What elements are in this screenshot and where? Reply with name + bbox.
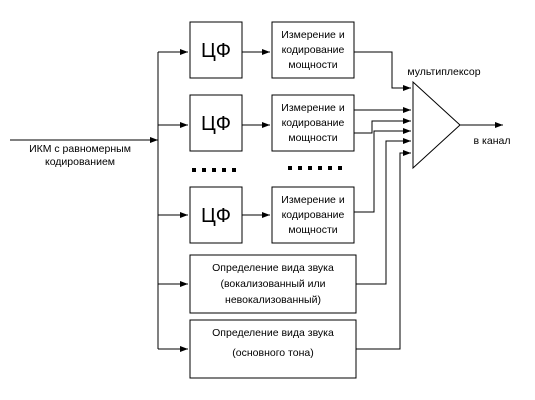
output-label: в канал <box>474 135 511 147</box>
voicing-to-mux <box>356 138 411 285</box>
filter-block-2-label: ЦФ <box>201 113 231 135</box>
measure-3-to-mux <box>354 128 411 213</box>
filter-block-1-label: ЦФ <box>201 40 231 62</box>
measure-block-1-line-3: мощности <box>288 59 337 71</box>
measure-block-1: Измерение и кодирование мощности <box>271 21 355 79</box>
pitch-to-mux <box>356 150 411 350</box>
ellipsis-dots-filters <box>192 168 236 172</box>
measure-block-1-line-1: Измерение и <box>281 29 345 41</box>
measure-block-3-line-1: Измерение и <box>281 194 345 206</box>
input-label: ИКМ с равномерным кодированием <box>29 143 131 168</box>
measure-block-3-line-3: мощности <box>288 224 337 236</box>
measure-block-3: Измерение и кодирование мощности <box>271 186 355 244</box>
filter-block-3-label: ЦФ <box>201 205 231 227</box>
measure-block-2-line-3: мощности <box>288 132 337 144</box>
multiplexer <box>412 80 461 170</box>
measure-1-to-mux <box>354 51 411 91</box>
measure-block-1-line-2: кодирование <box>282 44 345 56</box>
measure-block-2-line-1: Измерение и <box>281 102 345 114</box>
input-label-line-1: ИКМ с равномерным <box>29 143 131 155</box>
measure-block-2: Измерение и кодирование мощности <box>271 94 355 152</box>
measure-block-2-line-2: кодирование <box>282 117 345 129</box>
mux-label: мультиплексор <box>407 66 480 78</box>
filter-block-3: ЦФ <box>189 186 243 244</box>
voicing-block: Определение вида звука (вокализованный и… <box>189 254 357 314</box>
measure-2b-to-mux <box>354 118 411 134</box>
pitch-block: Определение вида звука (основного тона) <box>189 319 357 379</box>
voicing-line-2: (вокализованный или <box>220 278 325 290</box>
filter-block-2: ЦФ <box>189 94 243 152</box>
measure-block-3-line-2: кодирование <box>282 209 345 221</box>
filter-block-1: ЦФ <box>189 21 243 79</box>
pitch-line-2: (основного тона) <box>232 347 313 359</box>
voicing-line-3: невокализованный) <box>225 294 321 306</box>
pitch-line-1: Определение вида звука <box>212 327 334 339</box>
voicing-line-1: Определение вида звука <box>212 262 334 274</box>
ellipsis-dots-measures <box>288 166 342 170</box>
input-label-line-2: кодированием <box>45 156 115 168</box>
